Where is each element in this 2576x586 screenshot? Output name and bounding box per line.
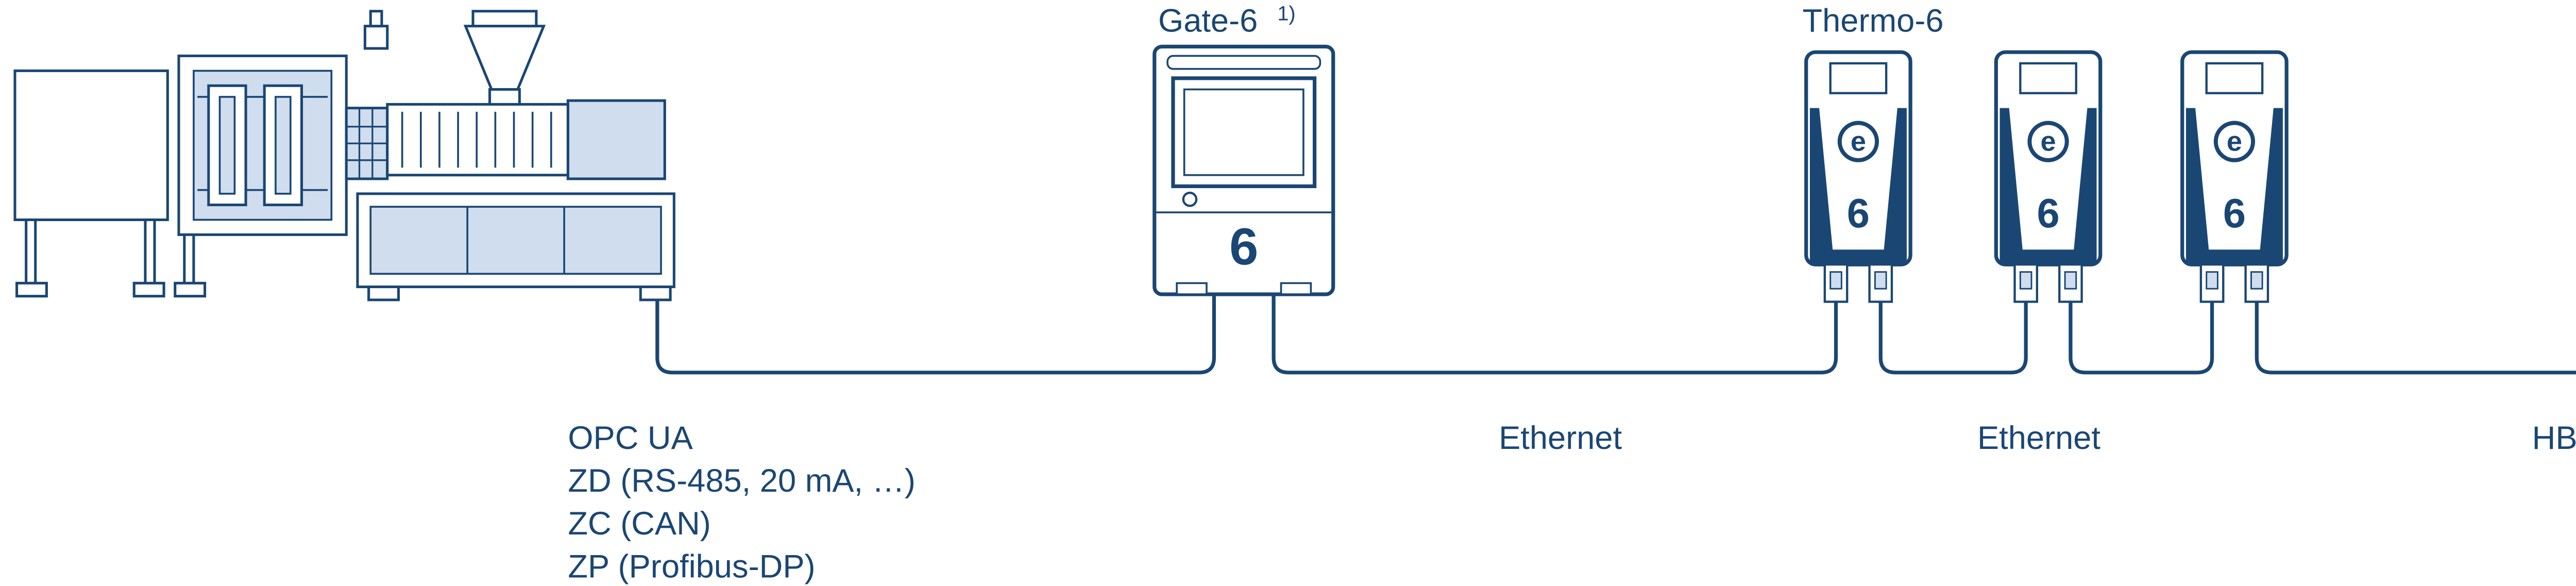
device-labels: Gate-6 1) Thermo-6 Flow-5 2) — [1158, 3, 1944, 39]
thermo-logo-icon — [1837, 121, 1879, 162]
protocol-line-2: ZD (RS-485, 20 mA, …) — [568, 463, 916, 499]
bus-thermo1-to-thermo2 — [1878, 302, 2028, 375]
connection-lines — [655, 294, 2576, 375]
protocol-line-1: OPC UA — [568, 420, 693, 456]
machine-injection-barrel — [386, 103, 569, 177]
machine-left-cabinet — [13, 69, 169, 221]
protocol-line-4: ZP (Profibus-DP) — [568, 548, 815, 584]
thermo-6-device-2 — [1994, 50, 2103, 303]
thermo-logo-letter: e — [2040, 126, 2056, 157]
machine-signal-lamp — [363, 25, 389, 50]
bus-thermo3-to-flow — [2255, 302, 2576, 375]
gate-label: Gate-6 — [1158, 3, 1258, 39]
machine-base — [356, 192, 675, 302]
thermo-logo-icon — [2213, 121, 2256, 162]
thermo-digit-2: 6 — [2037, 190, 2059, 236]
thermo-6-device-1 — [1804, 50, 1912, 303]
ethernet-label-2: Ethernet — [1977, 420, 2100, 456]
thermo-screen — [2019, 62, 2077, 94]
bus-machine-to-gate — [655, 294, 1216, 375]
machine-drive-unit — [566, 99, 666, 180]
thermo-logo-letter: e — [2227, 126, 2242, 157]
gate-button — [1182, 191, 1198, 207]
hb-label: HB — [2532, 420, 2576, 456]
thermo-label: Thermo-6 — [1802, 3, 1943, 39]
thermo-6-device-3 — [2180, 50, 2289, 303]
gate-footnote: 1) — [1277, 3, 1295, 25]
thermo-screen — [2205, 62, 2264, 94]
bus-thermo2-to-thermo3 — [2069, 302, 2214, 375]
ethernet-label-1: Ethernet — [1499, 420, 1622, 456]
connection-labels: OPC UA ZD (RS-485, 20 mA, …) ZC (CAN) ZP… — [568, 420, 2576, 584]
protocol-line-3: ZC (CAN) — [568, 506, 710, 542]
thermo-screen — [1829, 62, 1888, 94]
gate-digit: 6 — [1229, 217, 1258, 276]
bus-gate-to-thermo1 — [1272, 294, 1838, 375]
gate-6-device — [1153, 44, 1335, 296]
thermo-logo-icon — [2027, 121, 2069, 162]
thermo-digit-1: 6 — [1847, 190, 1870, 236]
machine-hopper — [463, 10, 546, 106]
thermo-logo-letter: e — [1851, 126, 1866, 157]
injection-molding-machine — [13, 10, 675, 302]
machine-control-block — [345, 107, 389, 180]
thermo-digit-3: 6 — [2223, 190, 2246, 236]
